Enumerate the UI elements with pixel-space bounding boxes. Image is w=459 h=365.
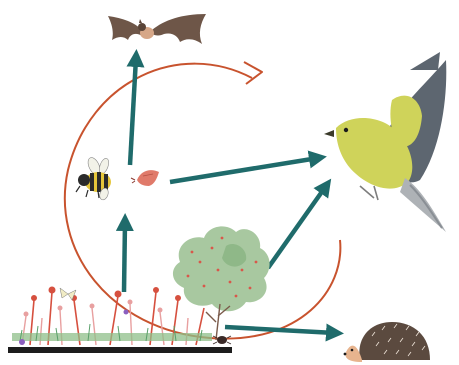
bat-illustration [108, 14, 206, 44]
arrow-meadow-to-bee [124, 222, 125, 292]
moth-illustration [131, 170, 159, 186]
hedgehog-illustration [344, 322, 430, 362]
bee-illustration [76, 156, 111, 201]
cycle-arrowhead [244, 62, 262, 84]
arrow-meadow-to-hedgehog [225, 327, 335, 333]
arrow-shrub-to-bird [268, 186, 326, 268]
arrow-moth-to-bird [170, 158, 318, 182]
beetle-illustration [213, 336, 231, 344]
yellow-bird-illustration [324, 52, 446, 232]
arrow-bee-to-bat [130, 58, 136, 165]
